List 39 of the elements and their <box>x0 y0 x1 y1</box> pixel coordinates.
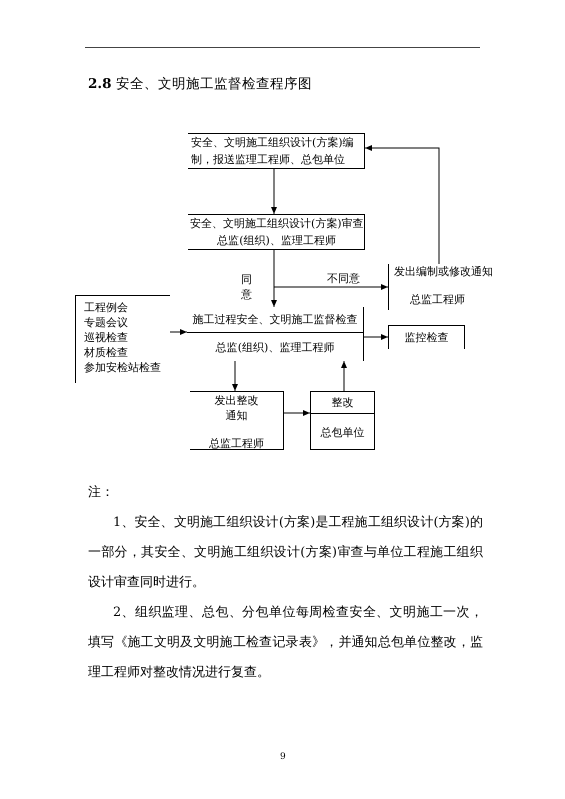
box-text: 总监工程师 <box>209 436 264 451</box>
arrow <box>274 250 388 290</box>
process-box <box>187 307 364 361</box>
note-text: 1、安全、文明施工组织设计(方案)是工程施工组织设计(方案)的一部分，其安全、文明施工组织设计(方案)审查与单位工程施工组织设计审查同时进行。 <box>88 514 483 592</box>
process-box <box>388 325 465 349</box>
process-box <box>190 391 284 450</box>
note-text: 2、组织监理、总包、分包单位每周检查安全、文明施工一次，填写《施工文明及文明施工检查记录表》，并通知总包单位整改，监理工程师对整改情况进行复查。 <box>88 604 483 682</box>
arrow <box>364 334 388 340</box>
list-item: 参加安检站检查 <box>84 360 161 375</box>
list-item: 专题会议 <box>84 315 128 330</box>
arrow <box>284 410 310 416</box>
bracket-list <box>75 295 170 383</box>
arrow <box>341 360 347 392</box>
page-number: 9 <box>280 751 286 763</box>
list-item: 巡视检查 <box>84 330 128 345</box>
box-text: 总监(组织)、监理工程师 <box>216 340 334 356</box>
box-text: 安全、文明施工组织设计(方案)审查 <box>190 216 364 232</box>
title: 2.8 安全、文明施工监督检查程序图 <box>88 75 312 94</box>
list-item: 工程例会 <box>84 300 128 315</box>
note-heading: 注： <box>88 484 114 502</box>
arrow <box>364 145 440 264</box>
box-text: 发出整改通知 <box>214 393 260 423</box>
edge-label: 同意 <box>241 272 252 302</box>
arrow <box>170 329 188 335</box>
arrow <box>232 360 238 392</box>
process-box <box>188 133 365 169</box>
list-item: 材质检查 <box>84 345 128 360</box>
box-text: 施工过程安全、文明施工监督检查 <box>192 312 358 328</box>
box-text: 总包单位 <box>320 425 364 441</box>
edge-label: 不同意 <box>327 272 360 286</box>
box-text: 整改 <box>332 395 354 411</box>
box-text: 安全、文明施工组织设计(方案)编制，报送监理工程师、总包单位 <box>191 135 355 168</box>
box-text: 发出编制或修改通知 <box>394 265 493 279</box>
box-text: 总监(组织)、监理工程师 <box>217 233 336 249</box>
process-box <box>188 214 365 250</box>
box-text: 总监工程师 <box>410 293 465 307</box>
box-text: 监控检查 <box>404 330 448 346</box>
arrow <box>271 168 277 214</box>
process-box <box>310 391 375 450</box>
